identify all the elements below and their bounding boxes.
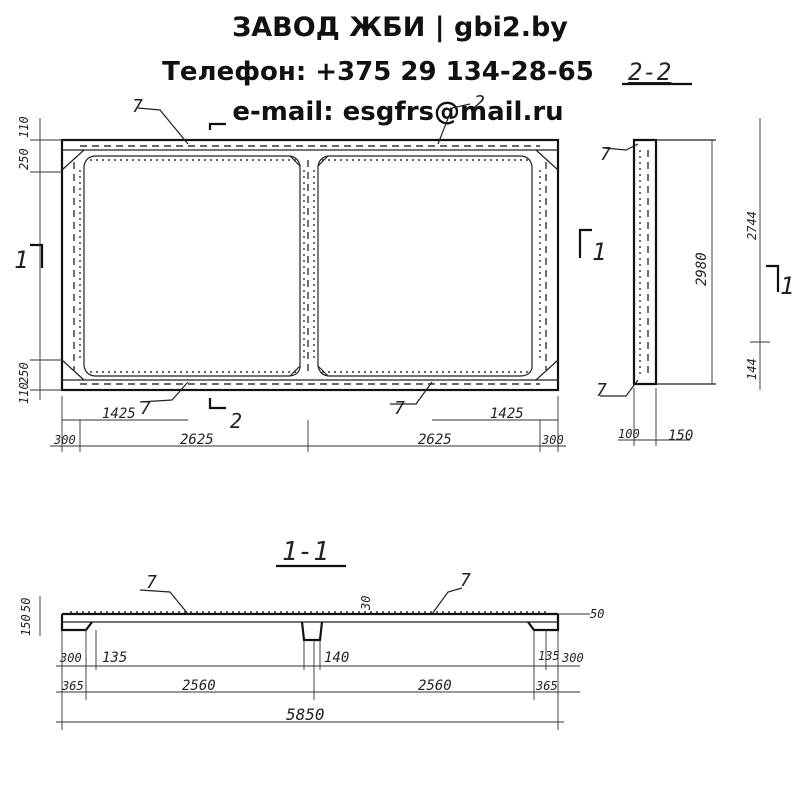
- rebar-mark-bot: 7: [140, 398, 151, 419]
- leader-7-top: [137, 107, 189, 145]
- sec-dim-50-right: 50: [590, 607, 604, 621]
- side-leader-top: [603, 143, 639, 151]
- opening-left: [83, 155, 301, 377]
- section-2-2: 2-2 7 7 2980 2744 144 1 100 150: [596, 58, 794, 446]
- side-mark-bot: 7: [596, 380, 607, 401]
- sec-dim-2560-right: 2560: [418, 678, 452, 694]
- dim-1425-right: 1425: [490, 406, 524, 422]
- sec-leader-left: [139, 589, 189, 615]
- cut-1-side-label: 1: [780, 272, 794, 300]
- dim-2625-right: 2625: [418, 432, 452, 448]
- haunch-tr: [535, 149, 559, 171]
- haunch-bl: [61, 359, 85, 381]
- dim-300-right: 300: [541, 433, 564, 447]
- side-dim-100: 100: [618, 427, 640, 441]
- cut-2-bot: [208, 398, 226, 410]
- leader-7-top-right: [437, 103, 471, 145]
- leader-7-bot: [139, 381, 189, 403]
- dim-left-110-top: 110: [17, 116, 31, 138]
- side-mark-top: 7: [600, 144, 611, 165]
- rebar-mark-bot-right: 7: [394, 398, 405, 419]
- section-2-2-title: 2-2: [628, 58, 671, 86]
- opening-right: [317, 155, 533, 377]
- dim-2625-left: 2625: [180, 432, 214, 448]
- haunch-br: [535, 359, 559, 381]
- rib-left: [60, 614, 93, 632]
- rib-haunch-1: [289, 155, 301, 167]
- section-1-1: 1-1 7 7 30 150 50 50 300 135 140 135 300…: [19, 537, 604, 730]
- cut-1-right-label: 1: [592, 238, 606, 266]
- panel-outline: [60, 138, 560, 392]
- cut-1-left: [30, 243, 44, 268]
- sec-dim-365-left: 365: [61, 679, 84, 693]
- side-dim-150: 150: [668, 428, 693, 444]
- sec-dim-365-right: 365: [535, 679, 558, 693]
- sec-dim-140: 140: [324, 650, 349, 666]
- rebar-mark-top: 7: [132, 96, 143, 117]
- side-height-2980: 2980: [694, 252, 710, 286]
- side-dim-2744: 2744: [745, 211, 759, 240]
- sec-dim-150: 150: [19, 614, 33, 636]
- cut-2-bot-label: 2: [230, 409, 242, 433]
- rib-haunch-4: [317, 365, 329, 377]
- side-leader-bot: [600, 379, 639, 397]
- section-1-1-title: 1-1: [282, 537, 329, 567]
- sec-dim-5850: 5850: [286, 705, 325, 724]
- side-outline: [632, 138, 658, 386]
- header-email: e-mail: esgfrs@mail.ru: [232, 97, 564, 127]
- header-company: ЗАВОД ЖБИ | gbi2.by: [232, 12, 568, 43]
- sec-dim-2560-left: 2560: [182, 678, 216, 694]
- sec-mark-right: 7: [460, 570, 471, 591]
- dim-left-110-bot: 110: [17, 382, 31, 404]
- sec-mark-left: 7: [146, 572, 157, 593]
- dim-left-250-top: 250: [17, 148, 31, 170]
- sec-dim-135-right: 135: [538, 649, 560, 663]
- rebar-mark-top-right: 2: [474, 92, 485, 113]
- cut-1-right: [578, 228, 592, 258]
- sec-dim-300-left: 300: [59, 651, 82, 665]
- leader-7-bot-right: [390, 381, 433, 405]
- plan-view: 7 2 7 7 1 1 2 110 250 250 110 1425 1425: [14, 92, 606, 452]
- dim-1425-left: 1425: [102, 406, 136, 422]
- sec-dim-30: 30: [359, 596, 373, 611]
- haunch-tl: [61, 149, 85, 171]
- side-dim-144: 144: [745, 358, 759, 380]
- dim-300-left: 300: [53, 433, 76, 447]
- rib-mid: [300, 621, 324, 642]
- sec-dim-135-left: 135: [102, 650, 127, 666]
- header-phone: Телефон: +375 29 134-28-65: [162, 57, 594, 87]
- cut-2-top: [208, 122, 226, 130]
- dim-left-250-bot: 250: [17, 362, 31, 384]
- cut-1-side: [766, 264, 780, 292]
- rib-haunch-3: [289, 365, 301, 377]
- sec-leader-right: [431, 587, 463, 615]
- rib-haunch-2: [317, 155, 329, 167]
- cut-1-left-label: 1: [14, 246, 28, 274]
- sec-dim-300-right: 300: [561, 651, 584, 665]
- sec-dim-50-left: 50: [19, 598, 33, 612]
